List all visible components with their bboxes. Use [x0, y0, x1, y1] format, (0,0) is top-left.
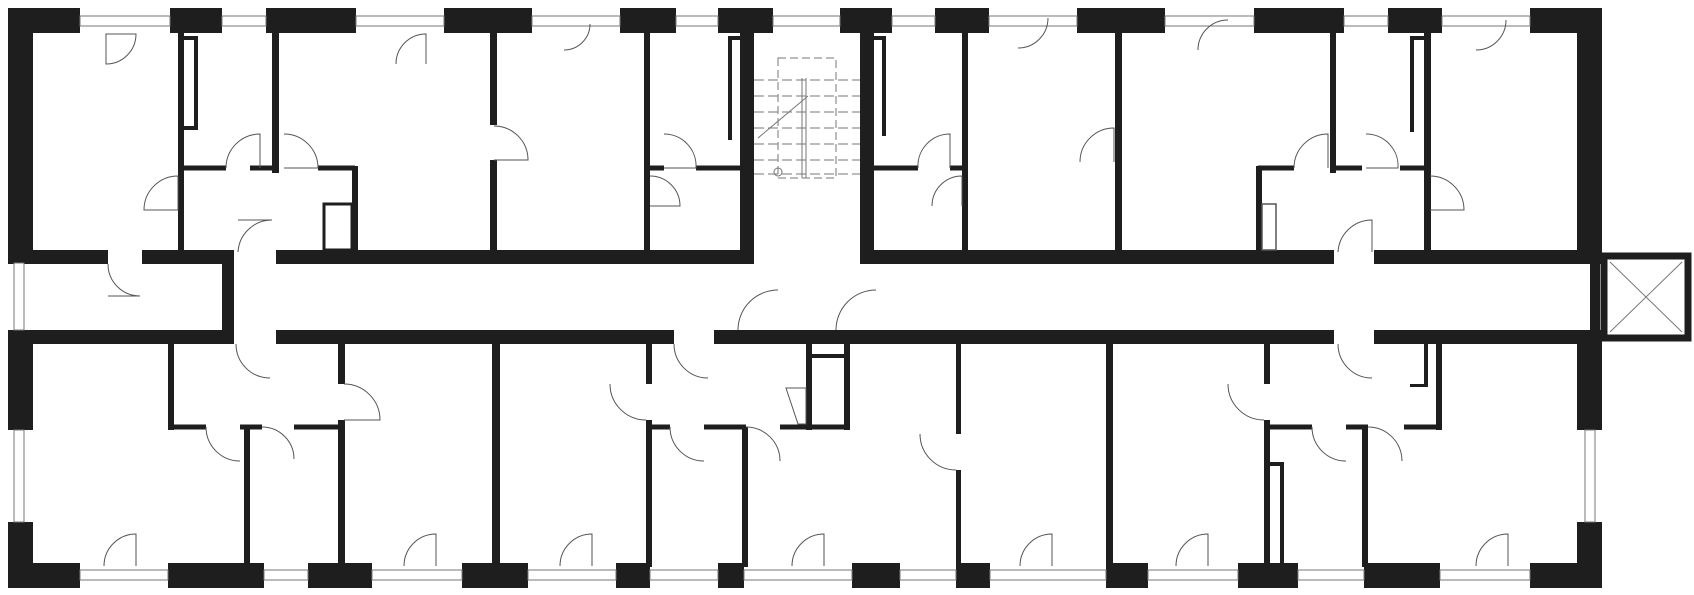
- elevator-shaft: [1600, 252, 1692, 342]
- exterior-wall-bottom: [8, 563, 1602, 588]
- staircase: [754, 57, 860, 179]
- door-swings: [103, 17, 1509, 567]
- stairwell-walls: [740, 20, 874, 264]
- exterior-wall-sides: [8, 8, 1602, 588]
- corridor-walls: [8, 250, 1602, 344]
- exterior-wall-top: [8, 8, 1602, 33]
- partitions-top: [178, 33, 1431, 252]
- windows: [13, 15, 1596, 581]
- partitions-bottom: [168, 344, 1442, 567]
